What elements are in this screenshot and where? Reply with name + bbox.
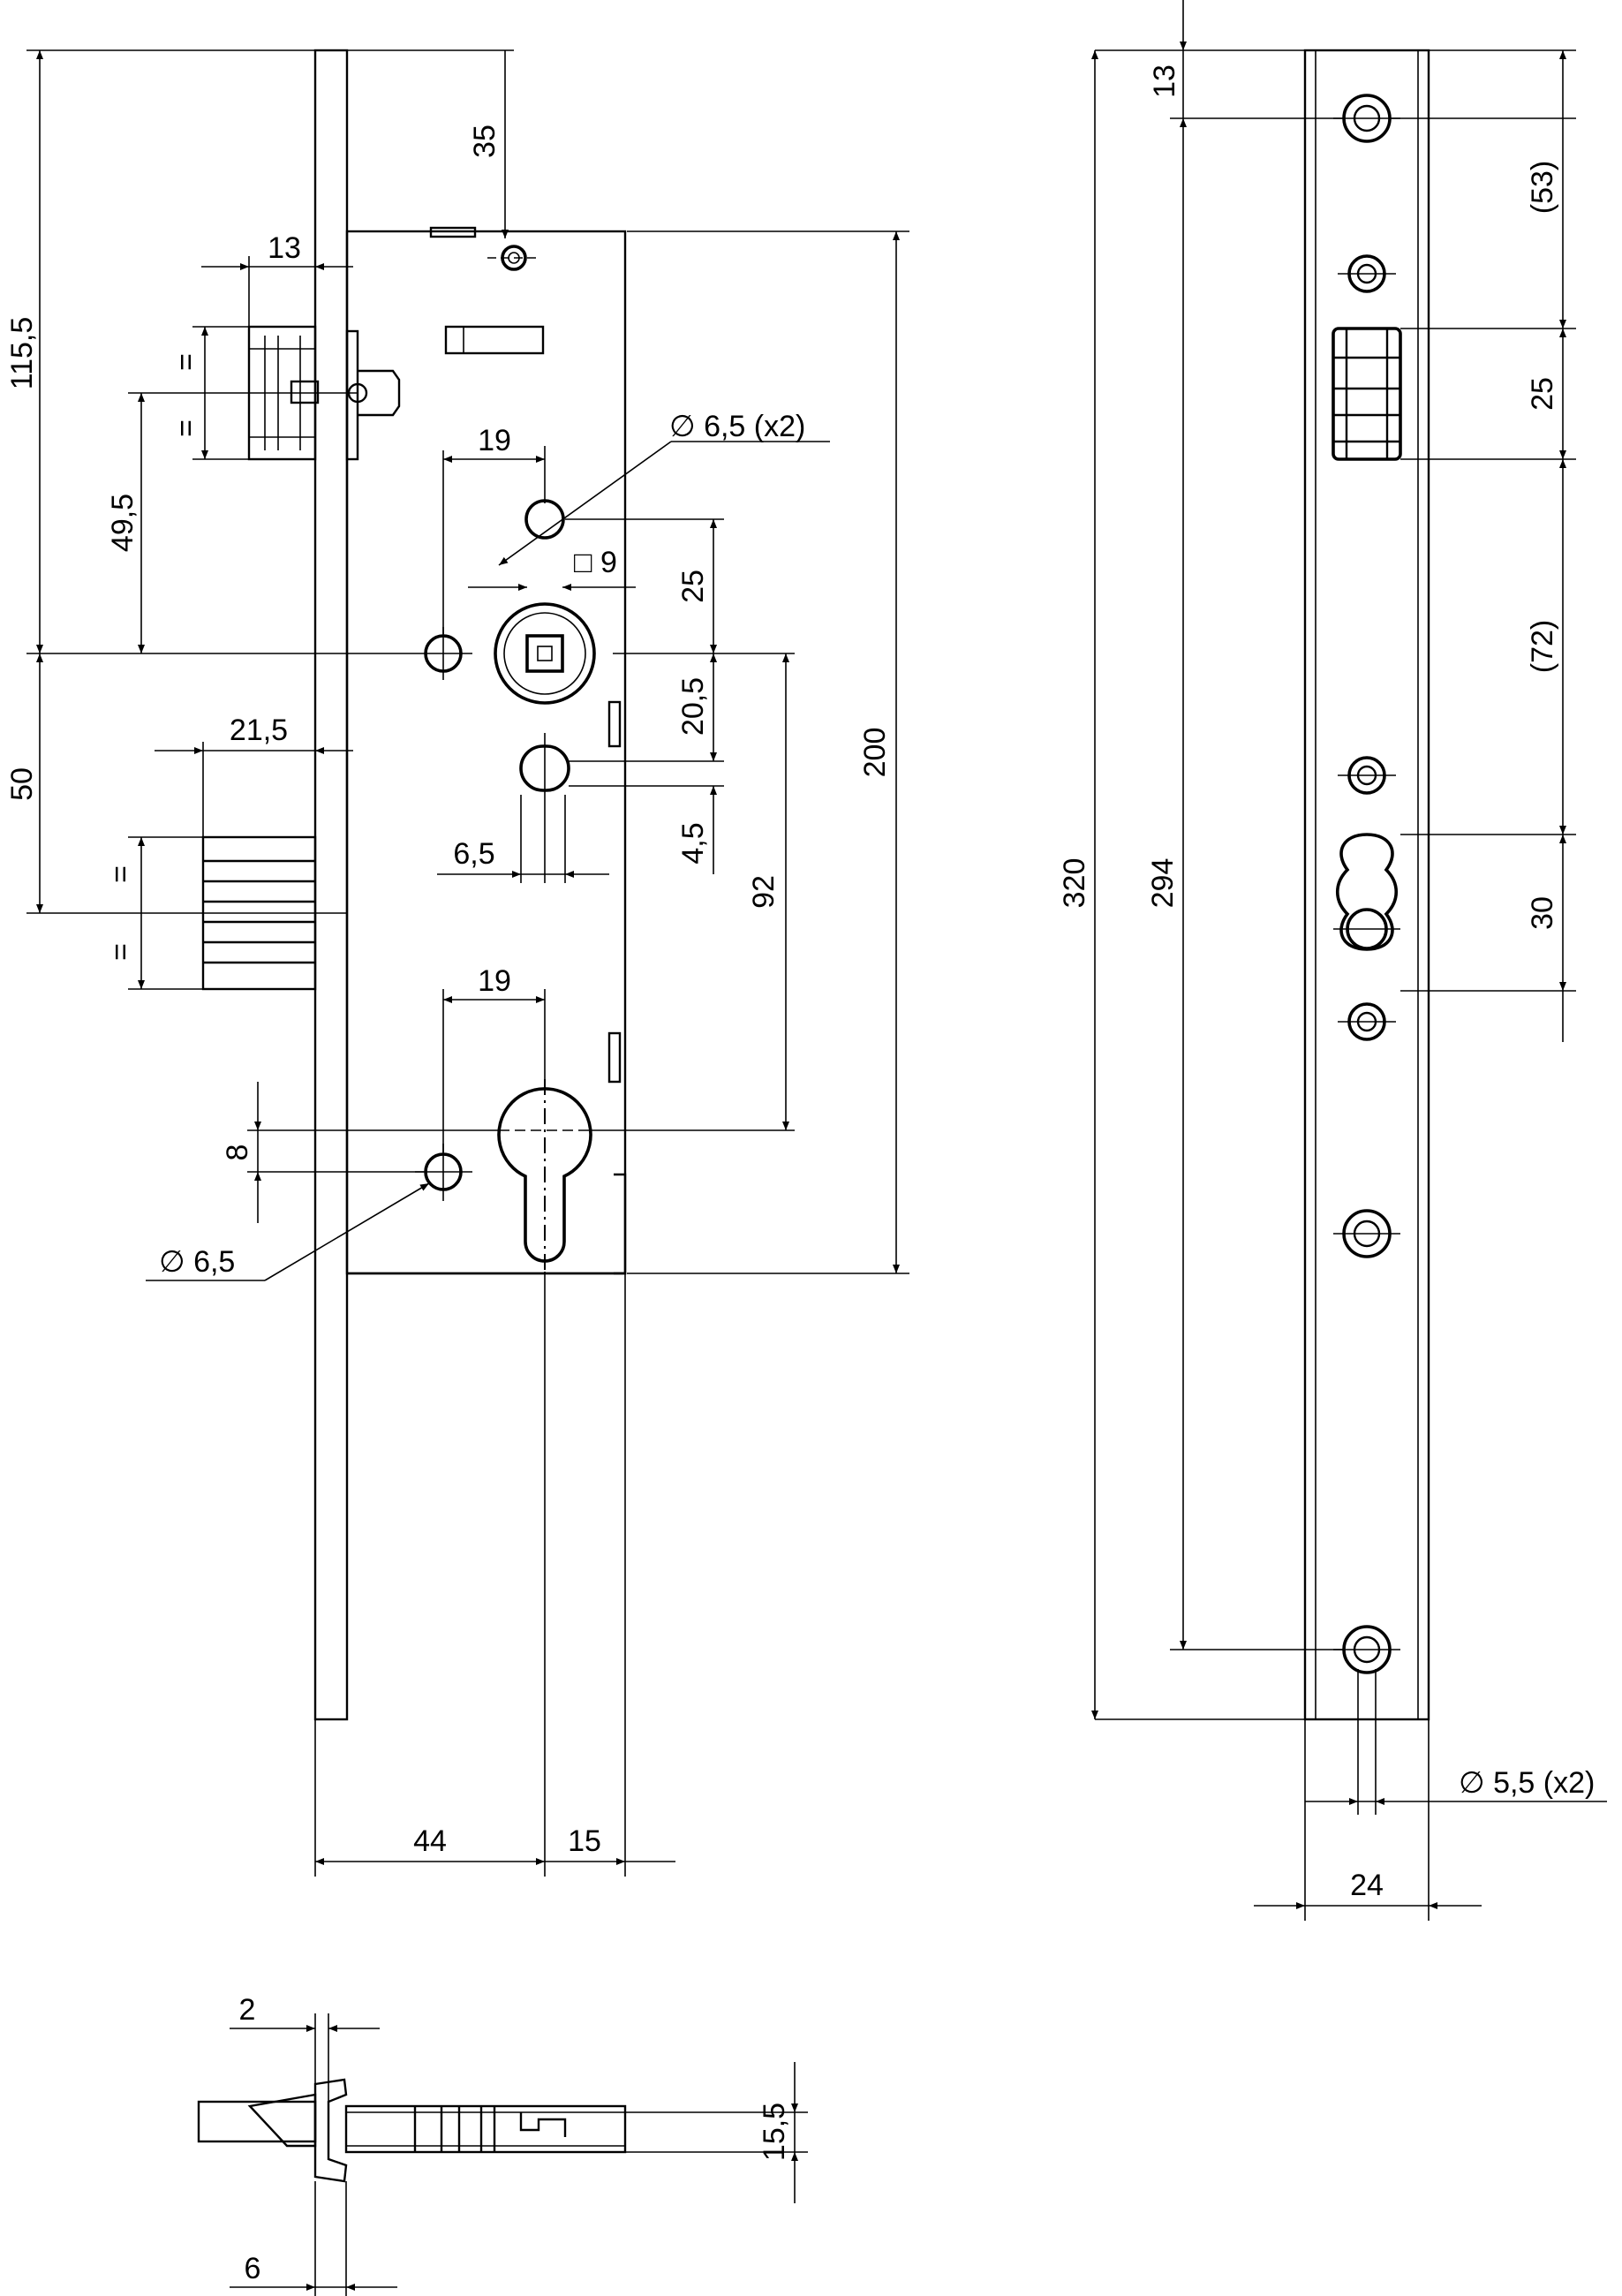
front-dimension-labels: 115,5 35 13 = = 49,5 19 ∅ 6,5 (x2) □ 9 2… (5, 125, 892, 1858)
dim-35: 35 (468, 125, 502, 158)
case-window (444, 325, 545, 355)
forend-plate (1303, 49, 1430, 1721)
bottom-latch-wedge (247, 2093, 317, 2148)
dim-2: 2 (239, 1993, 256, 2027)
dim-50: 50 (5, 767, 39, 801)
case-top-tab (429, 226, 477, 238)
dim-square-9: □ 9 (574, 546, 617, 579)
dim-hole-diameter-x2: ∅ 6,5 (x2) (669, 410, 805, 443)
equal-mark-bolt-top: = (104, 865, 138, 883)
dim-4-5: 4,5 (676, 822, 710, 864)
dim-49-5: 49,5 (106, 494, 140, 552)
bottom-view (197, 2078, 627, 2183)
latch-mechanism (345, 329, 401, 461)
plate-fixing-hole-middle (1338, 756, 1396, 795)
dim-19-lower: 19 (478, 964, 511, 998)
dim-20-5: 20,5 (676, 677, 710, 736)
dim-cylinder-hole-diameter: ∅ 6,5 (159, 1245, 235, 1279)
dim-320: 320 (1058, 858, 1091, 909)
lock-case (345, 230, 627, 1275)
dim-21-5: 21,5 (230, 714, 288, 747)
equal-mark-latch-top: = (170, 353, 203, 371)
front-dimension-lines (26, 49, 909, 1877)
bottom-dimension-lines (230, 2013, 808, 2296)
dim-115-5: 115,5 (5, 317, 39, 390)
dim-200: 200 (858, 728, 892, 778)
deadbolt (201, 835, 317, 991)
dim-25-plate: 25 (1526, 377, 1559, 411)
equal-mark-latch-bottom: = (170, 419, 203, 437)
plate-bolt-opening (1333, 833, 1400, 951)
plate-fixing-hole-lower (1338, 1002, 1396, 1041)
cylinder-cutout (497, 1087, 592, 1263)
dim-25-front: 25 (676, 570, 710, 603)
dim-15-5: 15,5 (758, 2103, 791, 2161)
dim-30: 30 (1526, 896, 1559, 930)
dim-294: 294 (1146, 858, 1180, 909)
side-view-plate (1303, 49, 1430, 1721)
dim-6: 6 (245, 2252, 261, 2285)
dim-13-front: 13 (268, 231, 301, 265)
dim-92: 92 (747, 875, 781, 909)
front-faceplate (313, 49, 349, 1721)
equal-mark-bolt-bottom: = (104, 943, 138, 961)
bottom-faceplate (313, 2078, 348, 2183)
bottom-bolt (197, 2100, 317, 2143)
dim-19-upper: 19 (478, 424, 511, 457)
bottom-case (344, 2104, 627, 2154)
dim-6-5-slot: 6,5 (453, 837, 494, 871)
plate-fixing-hole-upper (1338, 254, 1396, 293)
front-view (201, 49, 627, 1721)
dim-hole-diameter-5-5: ∅ 5,5 (x2) (1459, 1766, 1595, 1800)
case-notch-bottom (614, 1173, 627, 1275)
side-dimension-lines (1091, 0, 1607, 1921)
dim-24: 24 (1350, 1869, 1384, 1902)
case-notch-upper (607, 700, 622, 748)
dim-13-plate: 13 (1148, 64, 1181, 98)
plate-latch-opening (1332, 327, 1402, 461)
case-notch-lower (607, 1031, 622, 1084)
dim-72: (72) (1526, 620, 1559, 673)
bottom-dimension-labels: 2 15,5 6 (239, 1993, 791, 2285)
dim-53: (53) (1526, 161, 1559, 214)
side-dimension-labels: 13 (53) 25 (72) 30 320 294 ∅ 5,5 (x2) 24 (1058, 64, 1595, 1902)
spindle-slot (519, 733, 570, 883)
spindle-follower (494, 602, 596, 705)
dim-44: 44 (413, 1824, 447, 1858)
plate-screw-hole-mid (1333, 1209, 1400, 1258)
dim-8: 8 (221, 1144, 254, 1161)
dim-15: 15 (568, 1824, 601, 1858)
